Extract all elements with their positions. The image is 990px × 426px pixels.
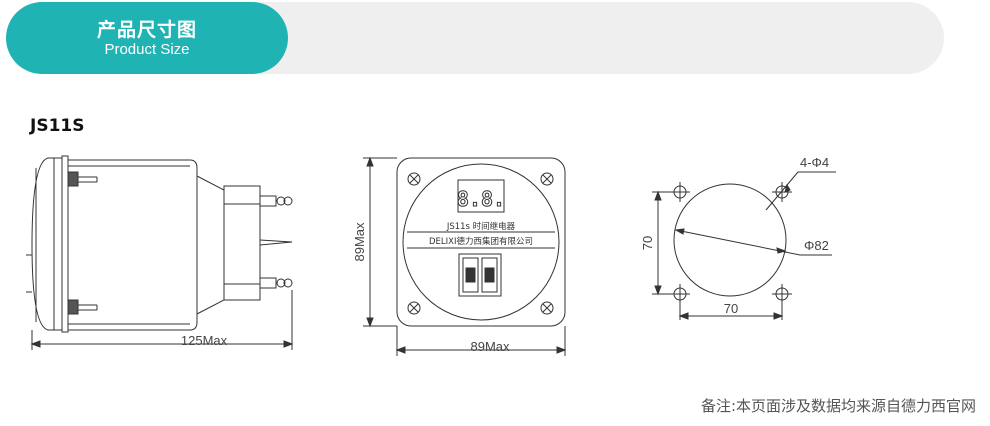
mounting-hole-icon: [670, 284, 690, 304]
corner-screw-icon: [407, 301, 421, 315]
horizontal-spacing-label: 70: [724, 301, 738, 316]
brand-label: DELIXI德力西集团有限公司: [429, 236, 533, 247]
front-view: [363, 156, 567, 356]
diameter-label: Φ82: [804, 238, 829, 253]
footnote: 备注:本页面涉及数据均来源自德力西官网: [700, 397, 976, 415]
corner-screw-icon: [407, 172, 421, 186]
corner-screw-icon: [540, 301, 554, 315]
mounting-hole-icon: [772, 284, 792, 304]
digital-display: [457, 179, 505, 213]
holes-label: 4-Φ4: [800, 155, 829, 170]
corner-screw-icon: [540, 172, 554, 186]
product-label: JS11s 时间继电器: [446, 221, 516, 232]
front-height-label: 89Max: [352, 222, 367, 262]
section-header-tab: 产品尺寸图 Product Size: [6, 2, 288, 74]
mounting-hole-icon: [772, 182, 792, 202]
mount-view: [652, 171, 836, 320]
dial-switch-left: [462, 257, 479, 293]
dial-switch-right: [481, 257, 498, 293]
vertical-spacing-label: 70: [640, 236, 655, 250]
mounting-hole-icon: [670, 182, 690, 202]
dial-switch-block: [458, 253, 502, 297]
front-width-label: 89Max: [470, 339, 510, 354]
side-view: [26, 155, 294, 350]
side-length-label: 125Max: [181, 333, 228, 348]
model-name: JS11S: [30, 116, 85, 136]
section-title-cn: 产品尺寸图: [96, 18, 197, 41]
section-title-en: Product Size: [104, 40, 190, 58]
display-digits: 8.8.: [457, 187, 505, 211]
